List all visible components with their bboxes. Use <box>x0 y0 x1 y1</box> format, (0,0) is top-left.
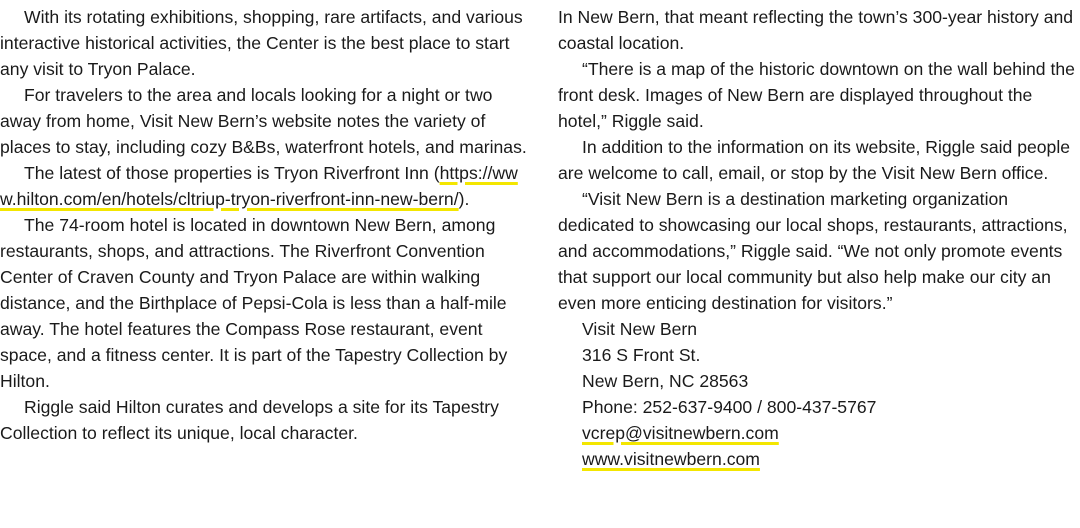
phone-number: Phone: 252-637-9400 / 800-437-5767 <box>582 397 877 417</box>
hilton-link[interactable]: https://www.hilton.com/en/hotels/cltriup… <box>0 163 518 209</box>
email-link[interactable]: vcrep@visitnewbern.com <box>582 423 779 443</box>
paragraph-history: In New Bern, that meant reflecting the t… <box>558 7 1074 53</box>
right-column: In New Bern, that meant reflecting the t… <box>558 4 1080 472</box>
paragraph-riverfront-inn: The latest of those properties is Tryon … <box>0 160 528 212</box>
address-block: Visit New Bern 316 S Front St. New Bern,… <box>558 316 1080 472</box>
paragraph-tapestry-collection: Riggle said Hilton curates and develops … <box>0 397 499 443</box>
paragraph-tryon-center: With its rotating exhibitions, shopping,… <box>0 7 523 79</box>
left-column: With its rotating exhibitions, shopping,… <box>0 4 528 446</box>
paragraph-text: The latest of those properties is Tryon … <box>24 163 440 183</box>
paragraph-destination-quote: “Visit New Bern is a destination marketi… <box>558 189 1068 313</box>
paragraph-text: ). <box>458 189 470 209</box>
paragraph-contact-info: In addition to the information on its we… <box>558 137 1071 183</box>
website-link[interactable]: www.visitnewbern.com <box>582 449 760 469</box>
org-name: Visit New Bern <box>582 319 698 339</box>
paragraph-hotel-description: The 74-room hotel is located in downtown… <box>0 215 508 391</box>
paragraph-places-to-stay: For travelers to the area and locals loo… <box>0 85 527 157</box>
paragraph-map-quote: “There is a map of the historic downtown… <box>558 59 1075 131</box>
city-state-zip: New Bern, NC 28563 <box>582 371 749 391</box>
street-address: 316 S Front St. <box>582 345 701 365</box>
